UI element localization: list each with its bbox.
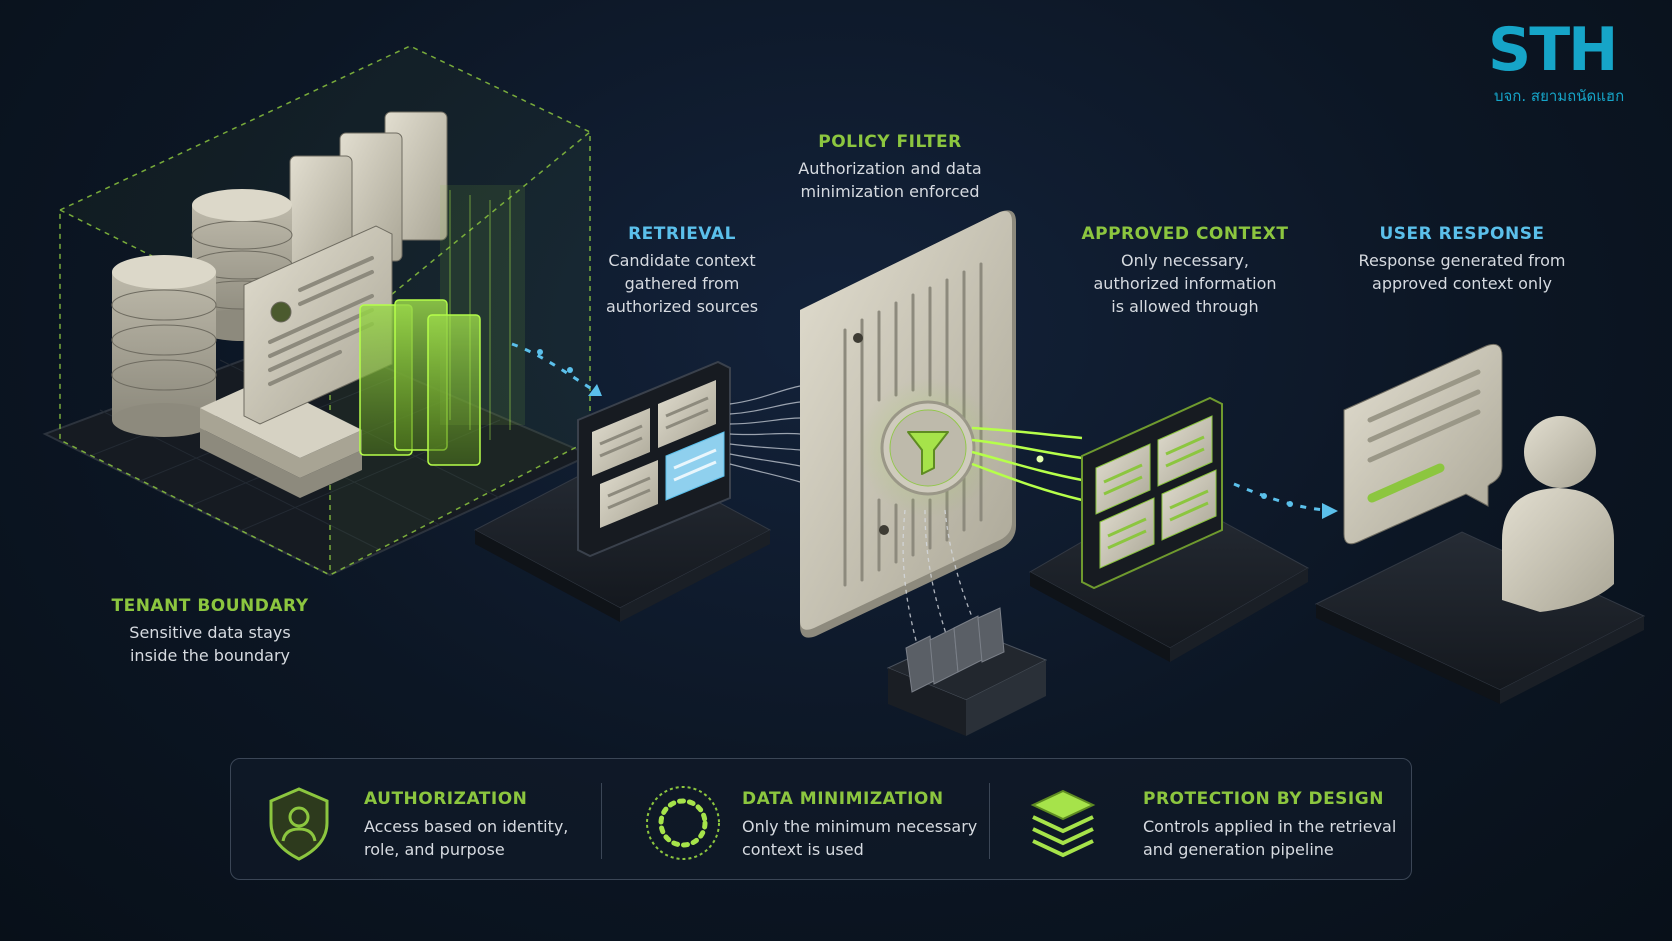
approved-context-line-3: is allowed through [1111,297,1259,316]
logo-subtitle: บจก. สยามถนัดแฮก [1494,87,1625,105]
retrieval-wires [729,385,801,483]
approved-cards [1095,415,1217,569]
retrieval-line-1: Candidate context [608,251,756,270]
retrieval-title: RETRIEVAL [628,224,736,244]
retrieval-line-3: authorized sources [605,297,759,316]
user-response-line-2: approved context only [1372,274,1552,293]
dotted-circle-icon [646,786,720,860]
approved-context-line-1: Only necessary, [1121,251,1249,270]
retrieval-line-2: gathered from [624,274,740,293]
feature-protection-by-design: PROTECTION BY DESIGN Controls applied in… [989,759,1411,879]
label-user-response: USER RESPONSE Response generated from ap… [1344,224,1580,295]
approved-context-title: APPROVED CONTEXT [1081,224,1289,244]
approved-context-line-2: authorized information [1093,274,1277,293]
authorization-title: AUTHORIZATION [364,789,528,809]
label-retrieval: RETRIEVAL Candidate context gathered fro… [580,224,784,318]
user-response-line-1: Response generated from [1358,251,1566,270]
retrieval-group [473,360,801,622]
approved-rays [971,426,1083,502]
data-minimization-line-1: Only the minimum necessary [742,817,978,836]
feature-data-minimization: DATA MINIMIZATION Only the minimum neces… [601,759,989,879]
flow-arrow-to-user [1233,482,1338,519]
tenant-boundary-line-2: inside the boundary [129,646,291,665]
tenant-boundary-group [42,45,593,577]
label-policy-filter: POLICY FILTER Authorization and data min… [760,132,1020,203]
data-minimization-title: DATA MINIMIZATION [742,789,944,809]
approved-context-group [1028,396,1310,662]
logo-mark: STH [1488,15,1618,85]
chat-bubble-icon [1343,343,1503,545]
user-response-title: USER RESPONSE [1379,224,1545,244]
user-response-group [1314,343,1646,704]
tenant-boundary-title: TENANT BOUNDARY [111,596,309,616]
policy-filter-line-1: Authorization and data [798,159,982,178]
authorization-desc: Access based on identity, role, and purp… [364,815,568,861]
protection-by-design-line-2: and generation pipeline [1143,840,1334,859]
server-stack-icon [200,380,362,498]
authorization-line-2: role, and purpose [364,840,505,859]
database-large-icon [111,255,217,437]
protection-by-design-desc: Controls applied in the retrieval and ge… [1143,815,1396,861]
sth-logo: STH บจก. สยามถนัดแฮก [1488,18,1658,108]
protection-by-design-title: PROTECTION BY DESIGN [1143,789,1384,809]
feature-authorization: AUTHORIZATION Access based on identity, … [231,759,601,879]
document-card-icon [243,225,393,425]
divider-1 [601,783,602,859]
label-approved-context: APPROVED CONTEXT Only necessary, authori… [1060,224,1310,318]
user-avatar-icon [1502,416,1614,612]
policy-filter-line-2: minimization enforced [800,182,980,201]
selected-data-files [359,185,525,466]
label-tenant-boundary: TENANT BOUNDARY Sensitive data stays ins… [95,596,325,667]
protection-by-design-line-1: Controls applied in the retrieval [1143,817,1397,836]
data-minimization-line-2: context is used [742,840,864,859]
rejected-bin-icon [886,607,1048,736]
candidate-context-cards [592,380,725,528]
tenant-boundary-line-1: Sensitive data stays [129,623,291,642]
shield-user-icon [269,787,329,861]
layers-icon [1030,789,1096,858]
data-minimization-desc: Only the minimum necessary context is us… [742,815,977,861]
flow-arrow-to-retrieval [511,342,602,396]
funnel-icon [907,431,949,475]
policy-filter-title: POLICY FILTER [818,132,962,152]
principles-panel: AUTHORIZATION Access based on identity, … [230,758,1412,880]
authorization-line-1: Access based on identity, [364,817,569,836]
policy-filter-group [800,210,1083,649]
divider-2 [989,783,990,859]
